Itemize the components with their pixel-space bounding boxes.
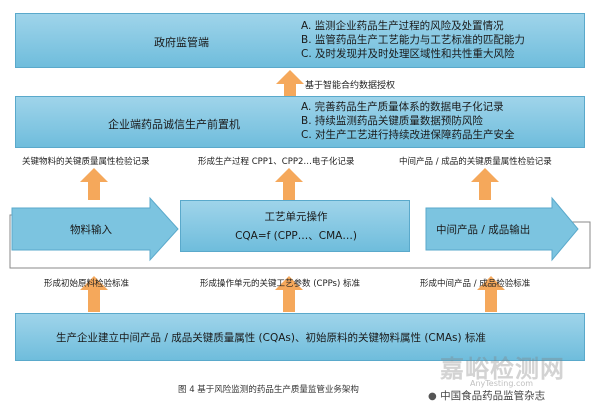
up-arrow-std-left <box>80 276 108 312</box>
figure-caption: 图 4 基于风险监测的药品生产质量监管业务架构 <box>178 385 359 395</box>
auth-label: 基于智能合约数据授权 <box>305 81 396 91</box>
watermark-source-text: 中国食品药品监管杂志 <box>440 390 546 402</box>
cqa-cma-standard-box: 生产企业建立中间产品 / 成品关键质量属性 (CQAs)、初始原料的关键物料属性… <box>15 313 585 361</box>
ent-item-c: C. 对生产工艺进行持续改进保障药品生产安全 <box>301 129 515 141</box>
gov-item-c: C. 及时发现并及时处理区域性和共性重大风险 <box>301 48 515 60</box>
process-title: 工艺单元操作 <box>264 211 328 223</box>
gov-regulator-box: 政府监管端 A. 监测企业药品生产过程的风险及处置情况 B. 监管药品生产工艺能… <box>15 13 585 68</box>
up-arrow-std-center <box>275 276 303 312</box>
wechat-icon: ● <box>428 391 437 402</box>
ent-item-a: A. 完善药品生产质量体系的数据电子化记录 <box>301 101 504 113</box>
standard-label-right: 形成中间产品 / 成品检验标准 <box>420 279 531 289</box>
up-arrow-rec-left <box>80 168 108 200</box>
gov-item-b: B. 监管药品生产工艺能力与工艺标准的匹配能力 <box>301 34 525 46</box>
material-input-label: 物料输入 <box>70 224 112 236</box>
watermark-site: AnyTesting.com <box>470 379 534 388</box>
enterprise-box: 企业端药品诚信生产前置机 A. 完善药品生产质量体系的数据电子化记录 B. 持续… <box>15 96 585 148</box>
ent-item-b: B. 持续监测药品关键质量数据预防风险 <box>301 115 483 127</box>
feedback-loop-right <box>300 221 591 269</box>
gov-item-list: A. 监测企业药品生产过程的风险及处置情况 B. 监管药品生产工艺能力与工艺标准… <box>301 19 525 61</box>
watermark-logo-text: 嘉峪检测网 <box>440 355 565 383</box>
gov-title: 政府监管端 <box>154 36 209 49</box>
process-formula: CQA=f (CPP…、CMA…) <box>235 230 357 242</box>
product-output-arrow <box>425 196 579 262</box>
gov-item-a: A. 监测企业药品生产过程的风险及处置情况 <box>301 20 504 32</box>
product-output-label: 中间产品 / 成品输出 <box>436 224 531 236</box>
process-unit-box: 工艺单元操作 CQA=f (CPP…、CMA…) <box>180 200 410 252</box>
up-arrow-rec-center <box>275 168 303 200</box>
enterprise-item-list: A. 完善药品生产质量体系的数据电子化记录 B. 持续监测药品关键质量数据预防风… <box>301 100 515 142</box>
up-arrow-std-right <box>477 276 505 312</box>
record-label-left: 关键物料的关键质量属性检验记录 <box>22 157 150 167</box>
record-label-right: 中间产品 / 成品的关键质量属性检验记录 <box>399 157 552 167</box>
standard-label-center: 形成操作单元的关键工艺参数 (CPPs) 标准 <box>200 279 361 289</box>
enterprise-title: 企业端药品诚信生产前置机 <box>108 118 240 131</box>
watermark-source: ● 中国食品药品监管杂志 <box>428 388 545 403</box>
material-input-arrow <box>11 196 179 262</box>
up-arrow-rec-right <box>471 168 499 200</box>
up-arrow-to-gov <box>276 70 304 98</box>
standard-label-left: 形成初始原料检验标准 <box>44 279 130 289</box>
bottom-text: 生产企业建立中间产品 / 成品关键质量属性 (CQAs)、初始原料的关键物料属性… <box>56 332 486 344</box>
record-label-center: 形成生产过程 CPP1、CPP2…电子化记录 <box>198 157 355 167</box>
